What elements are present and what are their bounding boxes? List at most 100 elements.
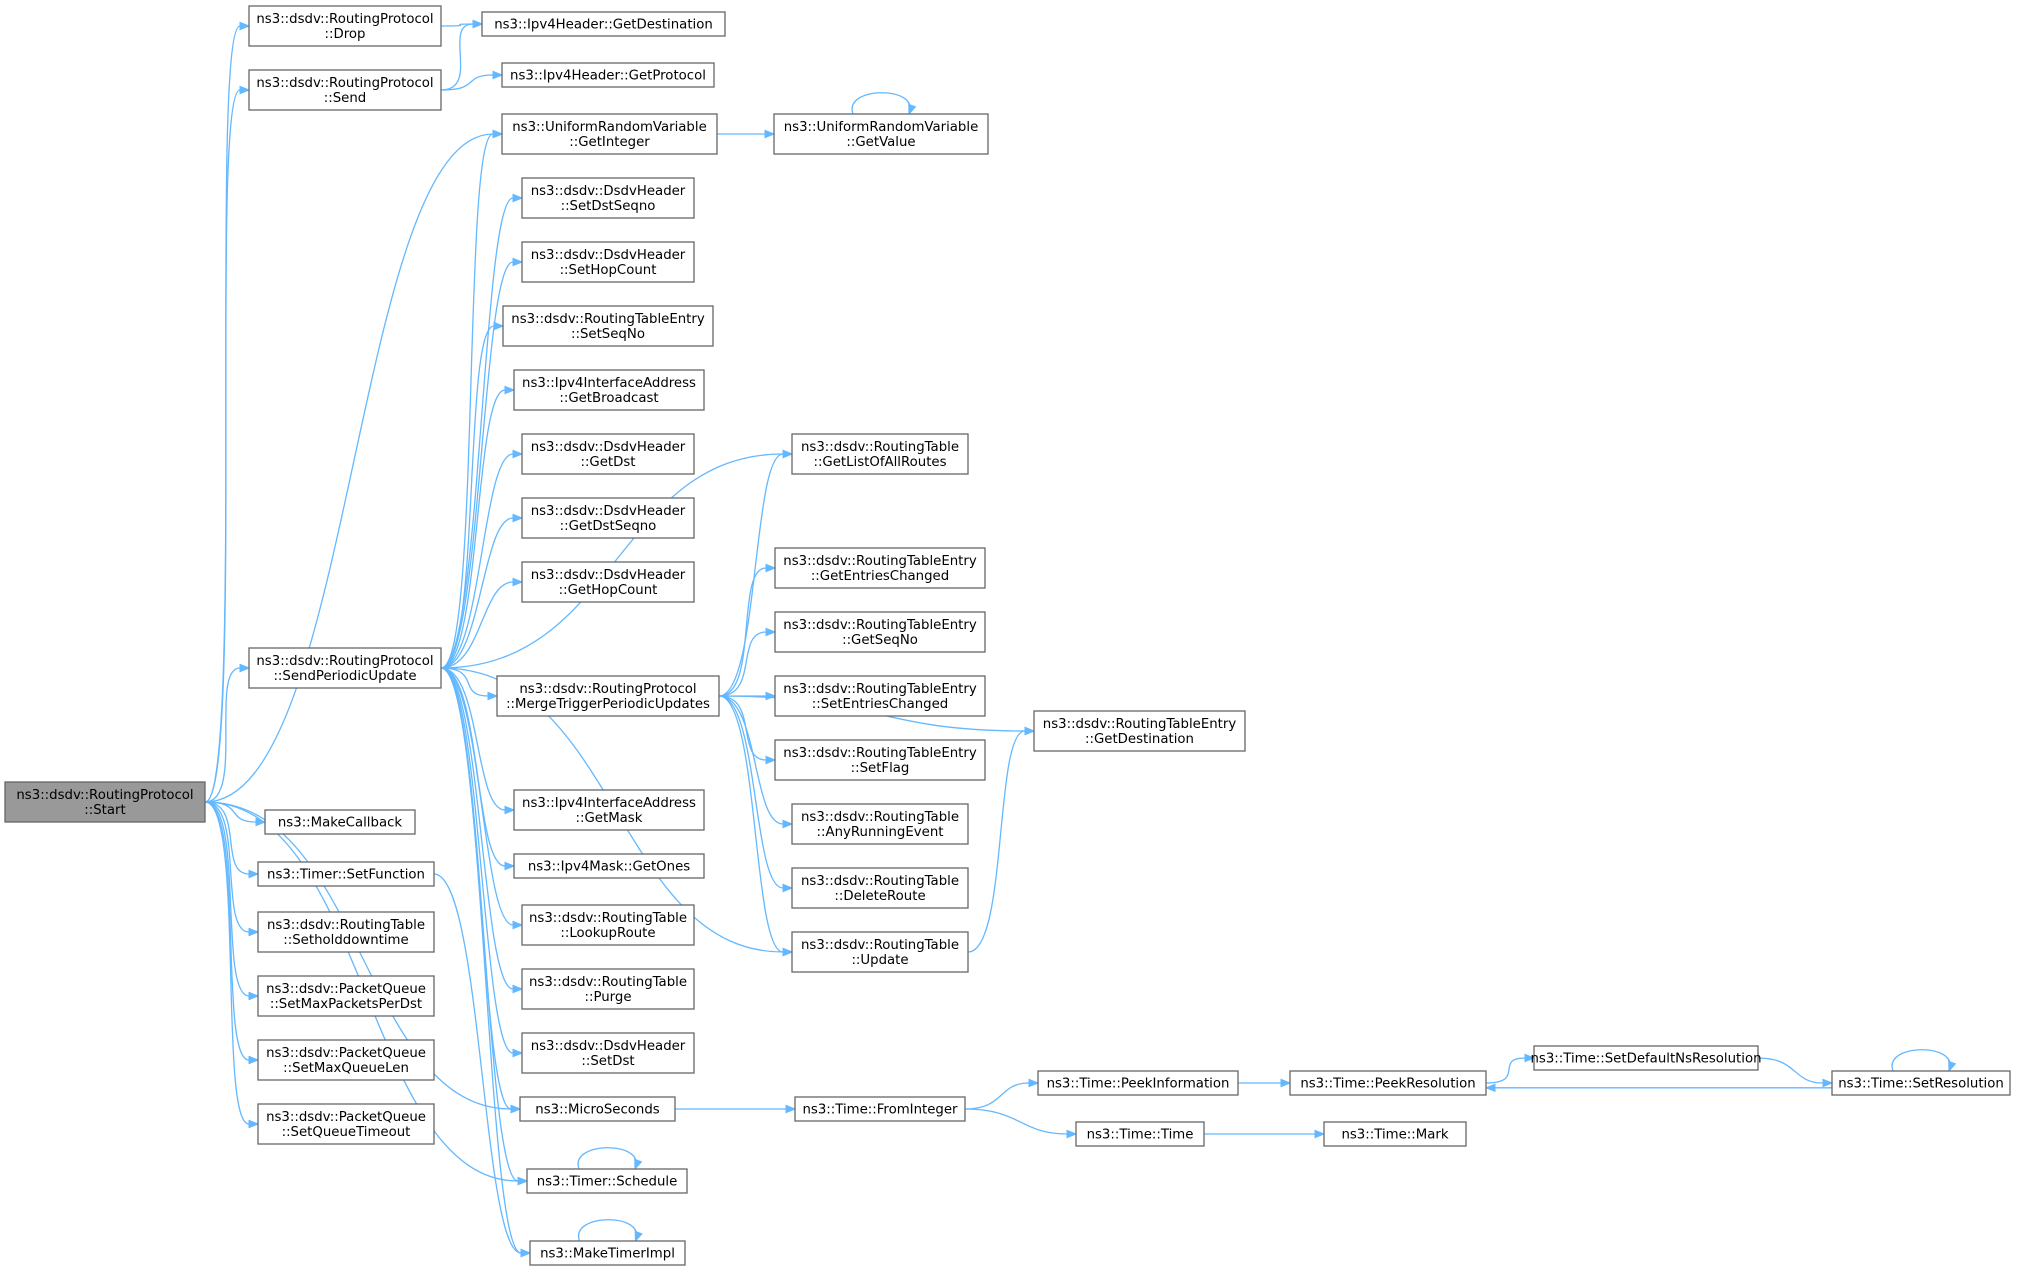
edge-sched-to-sched [577,1147,637,1170]
node-label-line: ns3::Time::PeekInformation [1047,1077,1230,1092]
node-label-line: ns3::Time::SetResolution [1838,1077,2004,1092]
node-label-line: ::GetBroadcast [559,391,658,406]
node-getbcast[interactable]: ns3::Ipv4InterfaceAddress::GetBroadcast [513,369,705,411]
edge-spu-to-gethop [440,581,514,669]
node-label-line: ns3::Time::Time [1087,1128,1194,1143]
node-mkimpl[interactable]: ns3::MakeTimerImpl [529,1240,686,1266]
node-box [791,433,969,475]
node-delroute[interactable]: ns3::dsdv::RoutingTable::DeleteRoute [791,867,969,909]
edge-peekres-to-setdefns [1485,1057,1526,1084]
node-box [248,647,442,689]
node-setfn[interactable]: ns3::Timer::SetFunction [257,861,435,887]
edge-start-to-micro [204,801,512,1110]
edge-spu-to-getdst-arrowhead [512,449,524,459]
edge-start-to-setqto-arrowhead [248,1119,260,1129]
edge-update-to-rtedest [967,730,1026,953]
node-setdefns[interactable]: ns3::Time::SetDefaultNsResolution [1530,1045,1762,1071]
node-urvval[interactable]: ns3::UniformRandomVariable::GetValue [773,113,989,155]
node-label-line: ns3::dsdv::RoutingTable [801,810,959,825]
edge-fromint-to-timetime [964,1108,1068,1135]
node-box [264,809,416,835]
edge-mtpu-to-anyrun-arrowhead [782,819,794,829]
node-getdst[interactable]: ns3::dsdv::DsdvHeader::GetDst [521,433,695,475]
node-listall[interactable]: ns3::dsdv::RoutingTable::GetListOfAllRou… [791,433,969,475]
node-label-line: ns3::Time::SetDefaultNsResolution [1530,1052,1761,1067]
node-ipv4dest[interactable]: ns3::Ipv4Header::GetDestination [481,11,726,37]
edge-mkimpl-to-mkimpl [578,1219,637,1242]
node-label-line: ns3::dsdv::DsdvHeader [531,568,686,583]
node-setmaxq[interactable]: ns3::dsdv::PacketQueue::SetMaxQueueLen [257,1039,435,1081]
node-label-line: ns3::dsdv::DsdvHeader [531,440,686,455]
node-getdstseq[interactable]: ns3::dsdv::DsdvHeader::GetDstSeqno [521,497,695,539]
node-makecb[interactable]: ns3::MakeCallback [264,809,416,835]
node-mtpu[interactable]: ns3::dsdv::RoutingProtocol::MergeTrigger… [496,675,720,717]
node-label-line: ::Purge [584,990,631,1005]
node-ipv4proto[interactable]: ns3::Ipv4Header::GetProtocol [501,62,715,88]
node-sethop[interactable]: ns3::dsdv::DsdvHeader::SetHopCount [521,241,695,283]
node-anyrun[interactable]: ns3::dsdv::RoutingTable::AnyRunningEvent [791,803,969,845]
node-setmaxpkt[interactable]: ns3::dsdv::PacketQueue::SetMaxPacketsPer… [257,975,435,1017]
node-peekinfo[interactable]: ns3::Time::PeekInformation [1037,1070,1239,1096]
edge-start-to-setmaxq-arrowhead [248,1055,260,1065]
edge-spu-to-getbcast [440,389,506,669]
edge-spu-to-gethop-arrowhead [512,577,524,587]
node-setqto[interactable]: ns3::dsdv::PacketQueue::SetQueueTimeout [257,1103,435,1145]
node-gethop[interactable]: ns3::dsdv::DsdvHeader::GetHopCount [521,561,695,603]
node-getones[interactable]: ns3::Ipv4Mask::GetOnes [513,853,705,879]
call-edges [204,19,1957,1258]
node-label-line: ns3::UniformRandomVariable [784,120,979,135]
node-start[interactable]: ns3::dsdv::RoutingProtocol::Start [4,781,206,823]
edge-spu-to-sched-arrowhead [517,1176,529,1186]
node-label-line: ::LookupRoute [560,926,655,941]
node-lookup[interactable]: ns3::dsdv::RoutingTable::LookupRoute [521,904,695,946]
edge-start-to-drop [204,25,241,803]
node-setflag[interactable]: ns3::dsdv::RoutingTableEntry::SetFlag [774,739,986,781]
node-sched[interactable]: ns3::Timer::Schedule [526,1168,688,1194]
edge-spu-to-mkimpl [440,667,522,1254]
node-peekres[interactable]: ns3::Time::PeekResolution [1289,1070,1487,1096]
node-send[interactable]: ns3::dsdv::RoutingProtocol::Send [248,69,442,111]
node-setres[interactable]: ns3::Time::SetResolution [1831,1070,2011,1096]
node-label-line: ::SetMaxQueueLen [283,1061,409,1076]
edge-start-to-setfn [204,801,250,875]
node-label-line: ::SetSeqNo [571,327,645,342]
node-setentchg[interactable]: ns3::dsdv::RoutingTableEntry::SetEntries… [774,675,986,717]
node-box [1323,1121,1467,1147]
edge-peekres-to-setdefns-arrowhead [1524,1053,1536,1063]
node-sethold[interactable]: ns3::dsdv::RoutingTable::Setholddowntime [257,911,435,953]
node-drop[interactable]: ns3::dsdv::RoutingProtocol::Drop [248,5,442,47]
node-box [774,675,986,717]
node-purge[interactable]: ns3::dsdv::RoutingTable::Purge [521,968,695,1010]
node-box [774,547,986,589]
edge-setfn-to-mkimpl-arrowhead [520,1248,532,1258]
edge-mkimpl-to-mkimpl-arrowhead [634,1230,643,1243]
node-box [519,1096,676,1122]
node-box [496,675,720,717]
node-fromint[interactable]: ns3::Time::FromInteger [794,1096,966,1122]
node-label-line: ns3::Ipv4Mask::GetOnes [528,860,690,875]
edge-spu-to-getdstseq-arrowhead [512,513,524,523]
node-setdst[interactable]: ns3::dsdv::DsdvHeader::SetDst [521,1032,695,1074]
node-label-line: ::SetDstSeqno [561,199,656,214]
edge-start-to-setqto [204,801,250,1125]
node-mark[interactable]: ns3::Time::Mark [1323,1121,1467,1147]
node-entchg[interactable]: ns3::dsdv::RoutingTableEntry::GetEntries… [774,547,986,589]
edge-spu-to-setdst-arrowhead [512,1048,524,1058]
node-rtedest[interactable]: ns3::dsdv::RoutingTableEntry::GetDestina… [1033,710,1246,752]
node-label-line: ns3::Ipv4InterfaceAddress [522,376,696,391]
node-timetime[interactable]: ns3::Time::Time [1075,1121,1205,1147]
node-label-line: ns3::dsdv::RoutingTable [529,911,687,926]
node-rtegetseq[interactable]: ns3::dsdv::RoutingTableEntry::GetSeqNo [774,611,986,653]
node-urvint[interactable]: ns3::UniformRandomVariable::GetInteger [501,113,718,155]
edge-peekinfo-to-peekres-arrowhead [1280,1078,1292,1088]
node-getmask[interactable]: ns3::Ipv4InterfaceAddress::GetMask [513,789,705,831]
node-spu[interactable]: ns3::dsdv::RoutingProtocol::SendPeriodic… [248,647,442,689]
node-setdstseq[interactable]: ns3::dsdv::DsdvHeader::SetDstSeqno [521,177,695,219]
node-box [521,177,695,219]
edge-spu-to-setdst [440,667,514,1054]
node-box [791,867,969,909]
edge-spu-to-setdstseq [440,197,514,669]
node-update[interactable]: ns3::dsdv::RoutingTable::Update [791,931,969,973]
node-rteseq[interactable]: ns3::dsdv::RoutingTableEntry::SetSeqNo [502,305,714,347]
node-micro[interactable]: ns3::MicroSeconds [519,1096,676,1122]
